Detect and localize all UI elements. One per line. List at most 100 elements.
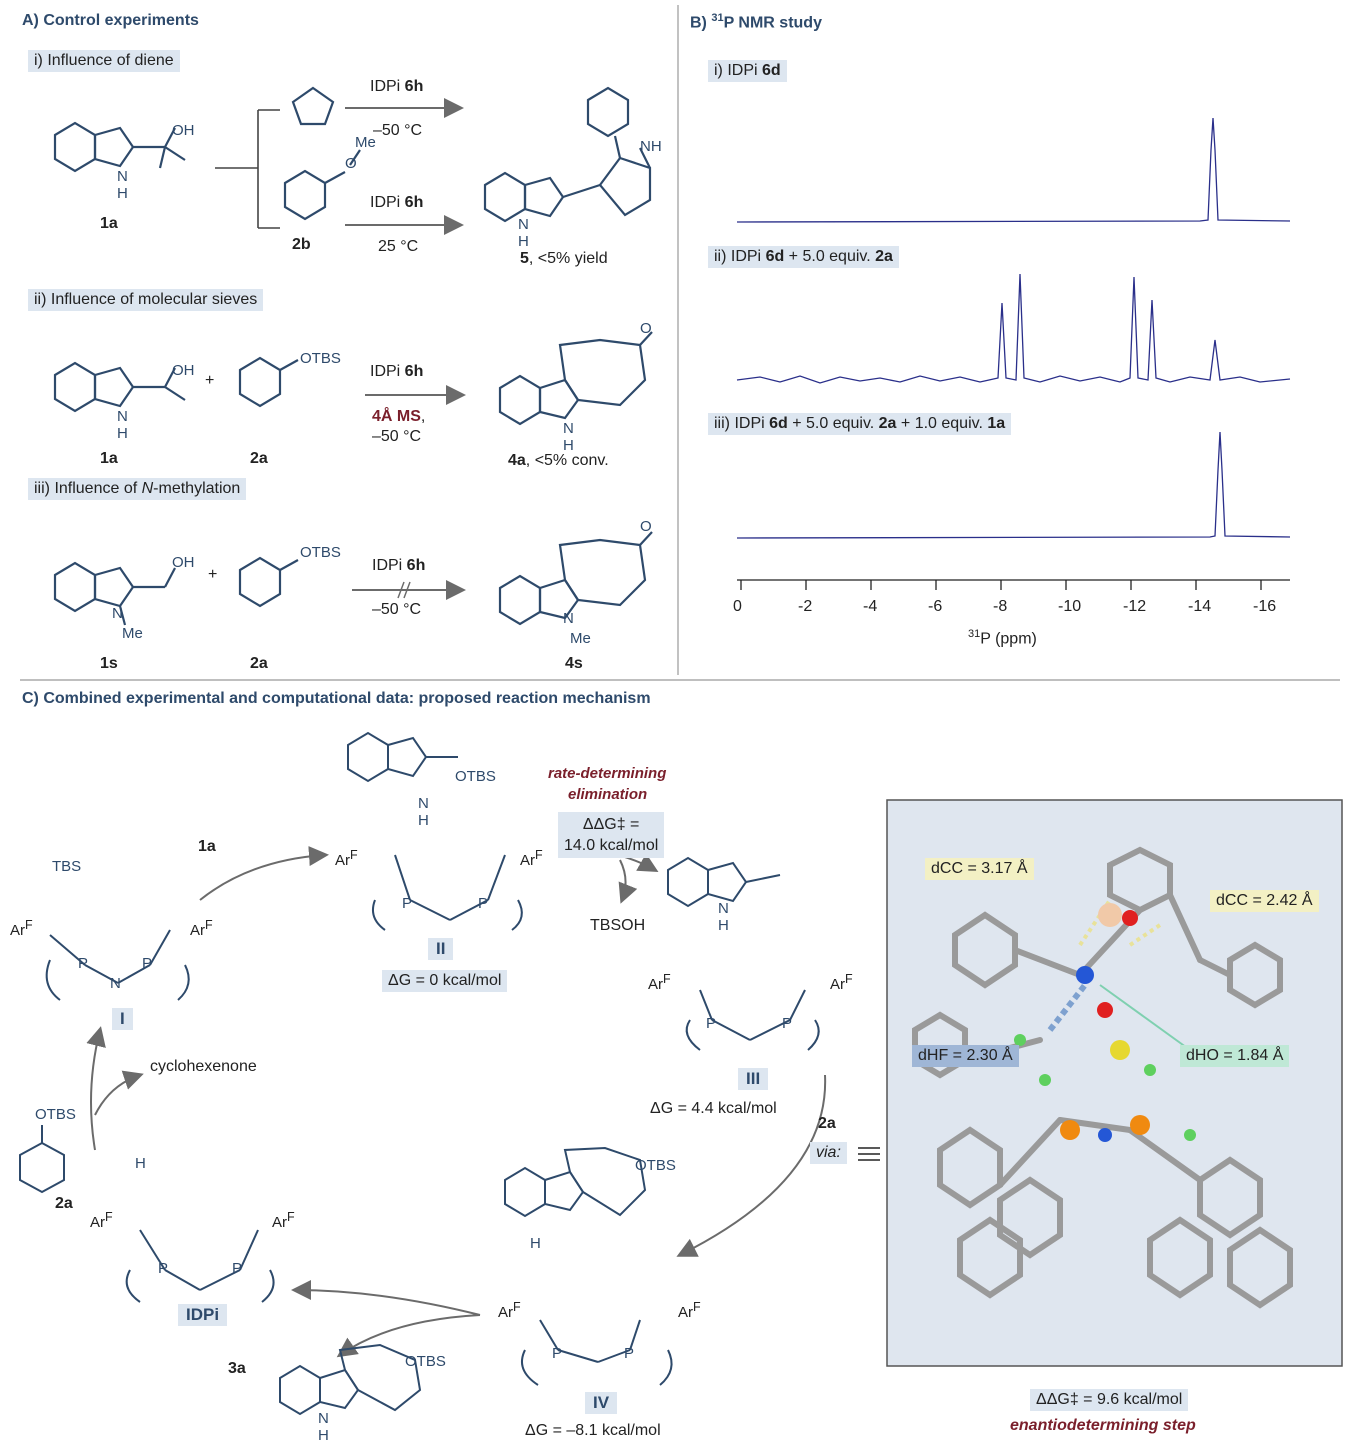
dho-label: dHO = 1.84 Å <box>1180 1045 1290 1067</box>
compound-2a-left: 2a <box>55 1195 73 1212</box>
molecule-5 <box>483 86 652 223</box>
nme-4s: Me <box>570 630 591 647</box>
conditions-1-temp: –50 °C <box>373 122 423 139</box>
otbs-label-3a: OTBS <box>405 1353 446 1370</box>
nme-1s: Me <box>122 625 143 642</box>
nmr-axis <box>737 579 1290 590</box>
oh-label-2: OH <box>172 362 195 379</box>
arf-label-I-right: ArF <box>190 918 213 939</box>
spectrum-2 <box>736 273 1291 384</box>
conditions-3-temp: –50 °C <box>372 428 422 445</box>
conditions-3-catalyst: IDPi 6h <box>370 363 424 380</box>
ho-contact <box>1099 984 1191 1051</box>
arrow-IV-to-3a <box>336 1314 481 1358</box>
phosphorus-atom-2 <box>1130 1115 1150 1135</box>
compound-2a-bottom: 2a <box>250 655 268 672</box>
otbs-label-2a: OTBS <box>300 350 341 367</box>
scaffold-III <box>667 856 820 1051</box>
otbs-label-II: OTBS <box>455 768 496 785</box>
product-3a-label: 3a <box>228 1360 246 1377</box>
compound-5-caption: 5, <5% yield <box>520 250 608 267</box>
dhf-label: dHF = 2.30 Å <box>912 1045 1019 1067</box>
compound-2b: 2b <box>292 236 311 253</box>
axis-tick-label: -2 <box>798 598 813 615</box>
otbs-label-2a-bottom: OTBS <box>300 544 341 561</box>
intermediate-I-label: I <box>112 1008 133 1030</box>
ts-model-core <box>1014 898 1196 1142</box>
arf-label-IV-left: ArF <box>498 1300 521 1321</box>
arrow-III-to-IV <box>676 1074 827 1257</box>
conditions-2-catalyst: IDPi 6h <box>370 194 424 211</box>
p-label-I-2: P <box>142 955 153 972</box>
arf-label-III-left: ArF <box>648 972 671 993</box>
ketone-o-4s: O <box>640 518 652 535</box>
molecule-4a <box>498 331 653 426</box>
equiv-symbol <box>858 1147 880 1161</box>
scaffold-I <box>45 929 190 1001</box>
panel-a-title: A) Control experiments <box>22 12 199 29</box>
idpi-label: IDPi <box>178 1304 228 1326</box>
arf-label-I-left: ArF <box>10 918 33 939</box>
arf-label-IDPi-right: ArF <box>272 1210 295 1231</box>
panel-a-sub2-label: ii) Influence of molecular sieves <box>28 289 264 311</box>
plus-sign-2: + <box>208 566 218 583</box>
rds-label-line1: rate-determining <box>548 765 667 782</box>
compound-2a-mid: 2a <box>250 450 268 467</box>
compound-4s: 4s <box>565 655 583 672</box>
intermediate-IV-label: IV <box>585 1392 618 1414</box>
n-label-I: N <box>110 975 121 992</box>
molecule-2a-bottom <box>238 556 299 608</box>
cc-contact-2 <box>1128 923 1162 947</box>
nitrogen-atom <box>1076 966 1094 984</box>
nmr-spectra <box>736 117 1291 539</box>
conditions-1-catalyst: IDPi 6h <box>370 78 424 95</box>
panel-a-sub3-label: iii) Influence of N-methylation <box>28 478 247 500</box>
nmr-axis-label: 31P (ppm) <box>968 628 1037 648</box>
intermediate-II-label: II <box>428 938 454 960</box>
molecule-1s <box>53 561 176 626</box>
scaffold-IDPi <box>125 1229 275 1303</box>
spectrum-3-label: iii) IDPi 6d + 5.0 equiv. 2a + 1.0 equiv… <box>708 413 1012 435</box>
p-label-III-2: P <box>782 1015 793 1032</box>
arrow-IV-to-IDPi <box>291 1280 481 1316</box>
arf-label-III-right: ArF <box>830 972 853 993</box>
oh-label-IDPi: H <box>135 1155 146 1172</box>
axis-tick-label: -14 <box>1188 598 1212 615</box>
branch-lines <box>215 109 280 229</box>
p-label-IDPi-1: P <box>158 1260 169 1277</box>
oh-label-1: OH <box>172 122 195 139</box>
ome-oxygen: O <box>345 155 357 172</box>
rds-label-line2: elimination <box>568 786 648 803</box>
dcc-label-2: dCC = 2.42 Å <box>1210 890 1319 912</box>
bridge-nitrogen <box>1098 1128 1112 1142</box>
p-label-II-1: P <box>402 895 413 912</box>
arrow-a4-slash2 <box>403 581 411 599</box>
reagent-1a-label: 1a <box>198 838 216 855</box>
fluorine-atom-2 <box>1039 1074 1051 1086</box>
spectrum-1-label: i) IDPi 6d <box>708 60 787 82</box>
energy-III: ΔG = 4.4 kcal/mol <box>650 1100 777 1117</box>
p-label-II-2: P <box>478 895 489 912</box>
arf-label-IV-right: ArF <box>678 1300 701 1321</box>
arrow-a4-slash1 <box>397 581 405 599</box>
axis-tick-label: -8 <box>993 598 1008 615</box>
arrow-tbsoh <box>618 859 638 904</box>
conditions-2-temp: 25 °C <box>378 238 419 255</box>
axis-tick-label: -4 <box>863 598 878 615</box>
fluorine-atom-3 <box>1184 1129 1196 1141</box>
spectrum-1 <box>736 117 1291 223</box>
molecule-4s <box>498 531 653 626</box>
molecule-1a-top <box>53 121 186 173</box>
conditions-4-catalyst: IDPi 6h <box>372 557 426 574</box>
axis-tick-label: 0 <box>733 598 742 615</box>
arrow-IDPi-to-I <box>86 1026 106 1151</box>
arf-label-IDPi-left: ArF <box>90 1210 113 1231</box>
scaffold-IV <box>504 1146 673 1386</box>
conditions-3-sieves: 4Å MS, <box>372 408 426 425</box>
